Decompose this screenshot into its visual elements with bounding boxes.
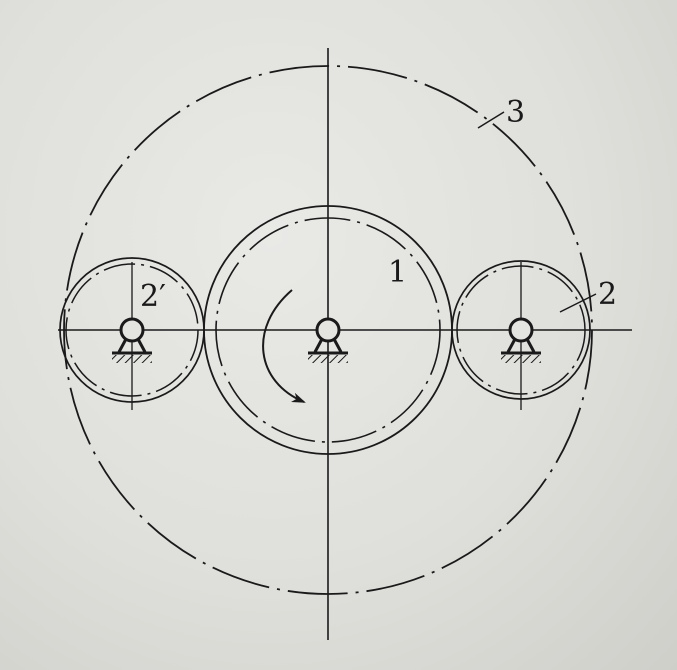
- fixed-pivot-icon-right: [501, 317, 541, 363]
- fixed-pivot-icon-center: [308, 317, 348, 363]
- planet-gear-right-pitch-circle: [456, 265, 586, 395]
- leader-line-planet-right: [559, 293, 597, 313]
- ring-gear-3-pitch-circle: [63, 65, 593, 595]
- clockwise-arrow-icon: [262, 289, 306, 403]
- planet-gear-left-outer-circle: [59, 257, 205, 403]
- sun-gear-1-pitch-circle: [215, 217, 441, 443]
- leader-line-ring-gear: [477, 111, 505, 129]
- planet-gear-left-pitch-circle: [65, 263, 199, 397]
- planet-gear-right-outer-circle: [451, 260, 591, 400]
- label-sun-gear: 1: [388, 255, 407, 290]
- fixed-pivot-icon-left: [112, 317, 152, 363]
- label-planet-right: 2: [598, 277, 617, 312]
- label-planet-left: 2′: [140, 279, 166, 314]
- label-ring-gear: 3: [506, 95, 525, 130]
